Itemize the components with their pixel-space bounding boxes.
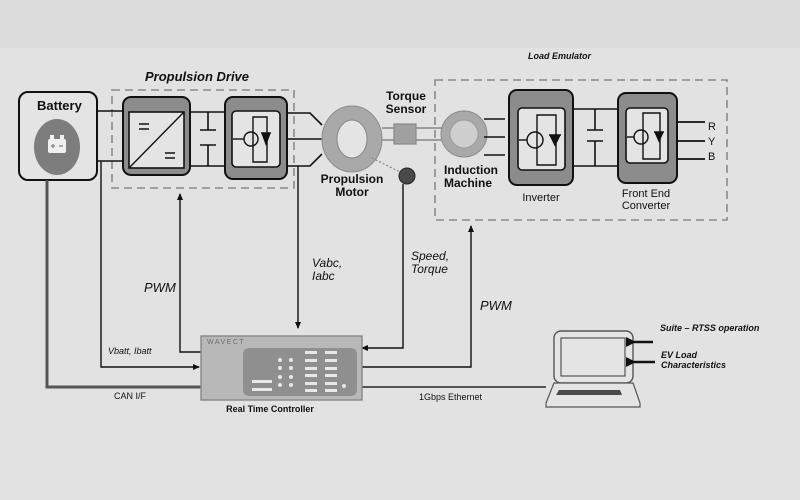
battery-block [18, 91, 98, 181]
suite-rtss-label: Suite – RTSS operation [660, 323, 760, 333]
battery-icon [48, 135, 66, 153]
dc-dc-converter-block [122, 96, 191, 176]
induction-machine [440, 110, 488, 158]
induction-machine-label: Induction Machine [444, 163, 498, 191]
vabc-iabc-label: Vabc, Iabc [312, 256, 343, 284]
real-time-controller-label: Real Time Controller [226, 404, 314, 414]
dc-link-capacitor [190, 111, 225, 167]
propulsion-drive-label: Propulsion Drive [145, 69, 250, 84]
pwm-drive-label: PWM [144, 280, 176, 295]
load-inverter-block [508, 89, 574, 186]
controller-brand-logo: WAVECT [207, 339, 246, 346]
inverter-label: Inverter [522, 192, 560, 204]
load-emulator-label: Load Emulator [528, 51, 592, 61]
propulsion-motor-label: Propulsion Motor [320, 172, 384, 200]
front-end-converter-block [617, 92, 678, 184]
vbatt-ibatt-label: Vbatt, Ibatt [108, 346, 152, 356]
can-if-label: CAN I/F [114, 391, 147, 401]
phase-labels: R Y B [708, 121, 716, 163]
propulsion-motor [321, 105, 383, 173]
ev-load-characteristics-label: EV Load Characteristics [661, 350, 727, 371]
speed-sensor-icon [398, 167, 416, 185]
real-time-controller[interactable] [200, 335, 363, 401]
battery-label: Battery [37, 98, 82, 113]
igbt-icon [233, 116, 271, 163]
torque-sensor-label: Torque Sensor [385, 89, 427, 117]
ethernet-label: 1Gbps Ethernet [419, 392, 483, 402]
speed-torque-label: Speed, Torque [411, 249, 450, 277]
drive-inverter-block [224, 96, 288, 180]
controller-indicators [252, 351, 346, 392]
laptop-icon[interactable] [545, 330, 641, 408]
pwm-load-label: PWM [480, 298, 512, 313]
front-end-converter-label: Front End Converter [621, 188, 671, 213]
propulsion-drive-group [111, 89, 295, 189]
torque-sensor [393, 123, 417, 145]
load-emulator-group [434, 79, 728, 221]
